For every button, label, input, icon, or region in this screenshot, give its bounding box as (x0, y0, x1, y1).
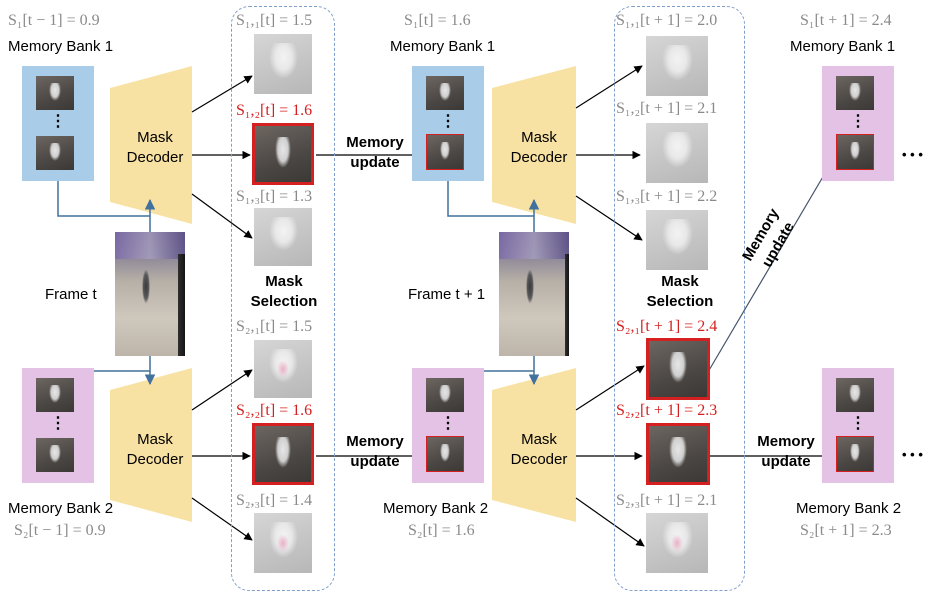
score-s13-t: S₁,₃[t] = 1.3 (236, 188, 313, 205)
vertical-dots-icon: ⋮ (440, 113, 456, 130)
memory-bank2-label-mid: Memory Bank 2 (383, 500, 489, 517)
arrow-dec1-to-s11 (191, 75, 253, 113)
candidate-mask-s23 (254, 513, 312, 573)
bank-frame-thumb (836, 378, 874, 412)
mask-decoder-shape-mid-top (492, 66, 576, 224)
score-s22-t1: S₂,₂[t + 1] = 2.3 (616, 402, 718, 419)
bank-frame-thumb (836, 76, 874, 110)
memory-update-label-bottom-1: Memory update (346, 433, 404, 470)
frame-t-image (115, 232, 185, 356)
candidate-mask-s12-selected (252, 123, 314, 185)
mask-decoder-label-left-bottom: Mask Decoder (126, 431, 184, 468)
score-s22-t: S₂,₂[t] = 1.6 (236, 402, 313, 419)
mask-selection-title-1: Mask Selection (250, 273, 318, 310)
frame-t1-image (499, 232, 569, 356)
candidate-mask-s23-t1 (646, 513, 708, 573)
candidate-mask-s22-selected (252, 423, 314, 485)
score-bank1-prev: S₁[t − 1] = 0.9 (8, 12, 100, 29)
candidate-mask-s22-t1-selected (646, 423, 710, 485)
memory-bank2-right: ⋮ (822, 368, 894, 483)
bank-frame-thumb-new (836, 436, 874, 472)
bank-frame-thumb (36, 438, 74, 472)
score-s12-t1: S₁,₂[t + 1] = 2.1 (616, 100, 718, 117)
memory-update-label-bottom-2: Memory update (757, 433, 815, 470)
arrow-dec2-to-s23 (191, 497, 253, 541)
mask-decoder-label-mid-top: Mask Decoder (510, 129, 568, 166)
bank-frame-thumb (426, 76, 464, 110)
ellipsis-bottom-icon: • • • (902, 447, 923, 462)
score-bank1-next: S₁[t + 1] = 2.4 (800, 12, 892, 29)
connector-bank1-to-decoder-left (57, 181, 150, 217)
memory-bank1-left: ⋮ (22, 66, 94, 181)
mask-decoder-shape-left-top (110, 66, 192, 224)
candidate-mask-s12-t1 (646, 123, 708, 183)
memory-bank2-label-right: Memory Bank 2 (796, 500, 902, 517)
bank-frame-thumb-new (426, 134, 464, 170)
arrow-dec1-to-s13 (191, 193, 253, 239)
vertical-dots-icon: ⋮ (440, 415, 456, 432)
memory-bank1-right: ⋮ (822, 66, 894, 181)
candidate-mask-s11 (254, 34, 312, 94)
arrow-dec3-to-s11 (575, 65, 643, 109)
frame-t1-label: Frame t + 1 (408, 286, 485, 304)
score-s23-t: S₂,₃[t] = 1.4 (236, 492, 313, 509)
mask-selection-box-2 (614, 6, 745, 591)
bank-frame-thumb (36, 76, 74, 110)
memory-update-label-top-1: Memory update (346, 134, 404, 171)
bank-frame-thumb (36, 378, 74, 412)
arrow-memory-update-diagonal (707, 157, 835, 373)
frame-t-label: Frame t (45, 286, 97, 304)
frame-edge (178, 254, 185, 356)
memory-bank2-mid: ⋮ (412, 368, 484, 483)
score-bank1-t: S₁[t] = 1.6 (404, 12, 471, 29)
memory-bank1-label-mid: Memory Bank 1 (390, 38, 496, 55)
score-s21-t1: S₂,₁[t + 1] = 2.4 (616, 318, 718, 335)
frame-edge (564, 254, 569, 356)
memory-bank1-label-left: Memory Bank 1 (8, 38, 114, 55)
score-s23-t1: S₂,₃[t + 1] = 2.1 (616, 492, 718, 509)
memory-bank1-label-right: Memory Bank 1 (790, 38, 896, 55)
score-s12-t: S₁,₂[t] = 1.6 (236, 102, 313, 119)
score-s13-t1: S₁,₃[t + 1] = 2.2 (616, 188, 718, 205)
bank-frame-thumb-new (836, 134, 874, 170)
score-bank2-next: S₂[t + 1] = 2.3 (800, 522, 892, 539)
bank-frame-thumb (426, 378, 464, 412)
score-s11-t1: S₁,₁[t + 1] = 2.0 (616, 12, 718, 29)
score-s11-t: S₁,₁[t] = 1.5 (236, 12, 313, 29)
candidate-mask-s21 (254, 340, 312, 398)
mask-decoder-label-left-top: Mask Decoder (126, 129, 184, 166)
frame-t1-text: Frame t + 1 (408, 286, 486, 303)
arrow-dec4-to-s23 (575, 497, 645, 547)
memory-bank2-label-left: Memory Bank 2 (8, 500, 114, 517)
candidate-mask-s11-t1 (646, 36, 708, 96)
candidate-mask-s13 (254, 208, 312, 266)
mask-selection-title-2: Mask Selection (646, 273, 714, 310)
frame-t-text: Frame t (45, 286, 97, 303)
bank-frame-thumb-new (426, 436, 464, 472)
memory-bank1-mid: ⋮ (412, 66, 484, 181)
ellipsis-top-icon: • • • (902, 147, 923, 162)
connector-bank1-to-decoder-mid (447, 181, 534, 217)
arrow-dec4-to-s21 (575, 365, 645, 411)
score-s21-t: S₂,₁[t] = 1.5 (236, 318, 313, 335)
vertical-dots-icon: ⋮ (50, 113, 66, 130)
mask-decoder-shape-mid-bottom (492, 368, 576, 522)
score-bank2-prev: S₂[t − 1] = 0.9 (14, 522, 106, 539)
arrow-dec2-to-s21 (191, 369, 253, 411)
vertical-dots-icon: ⋮ (850, 415, 866, 432)
mask-decoder-shape-left-bottom (110, 368, 192, 522)
candidate-mask-s13-t1 (646, 210, 708, 270)
vertical-dots-icon: ⋮ (850, 113, 866, 130)
arrow-dec3-to-s13 (575, 195, 643, 241)
bank-frame-thumb (36, 136, 74, 170)
candidate-mask-s21-t1-selected (646, 338, 710, 400)
mask-decoder-label-mid-bottom: Mask Decoder (510, 431, 568, 468)
mask-selection-box-1 (231, 6, 335, 591)
memory-bank2-left: ⋮ (22, 368, 94, 483)
score-bank2-t: S₂[t] = 1.6 (408, 522, 475, 539)
vertical-dots-icon: ⋮ (50, 415, 66, 432)
